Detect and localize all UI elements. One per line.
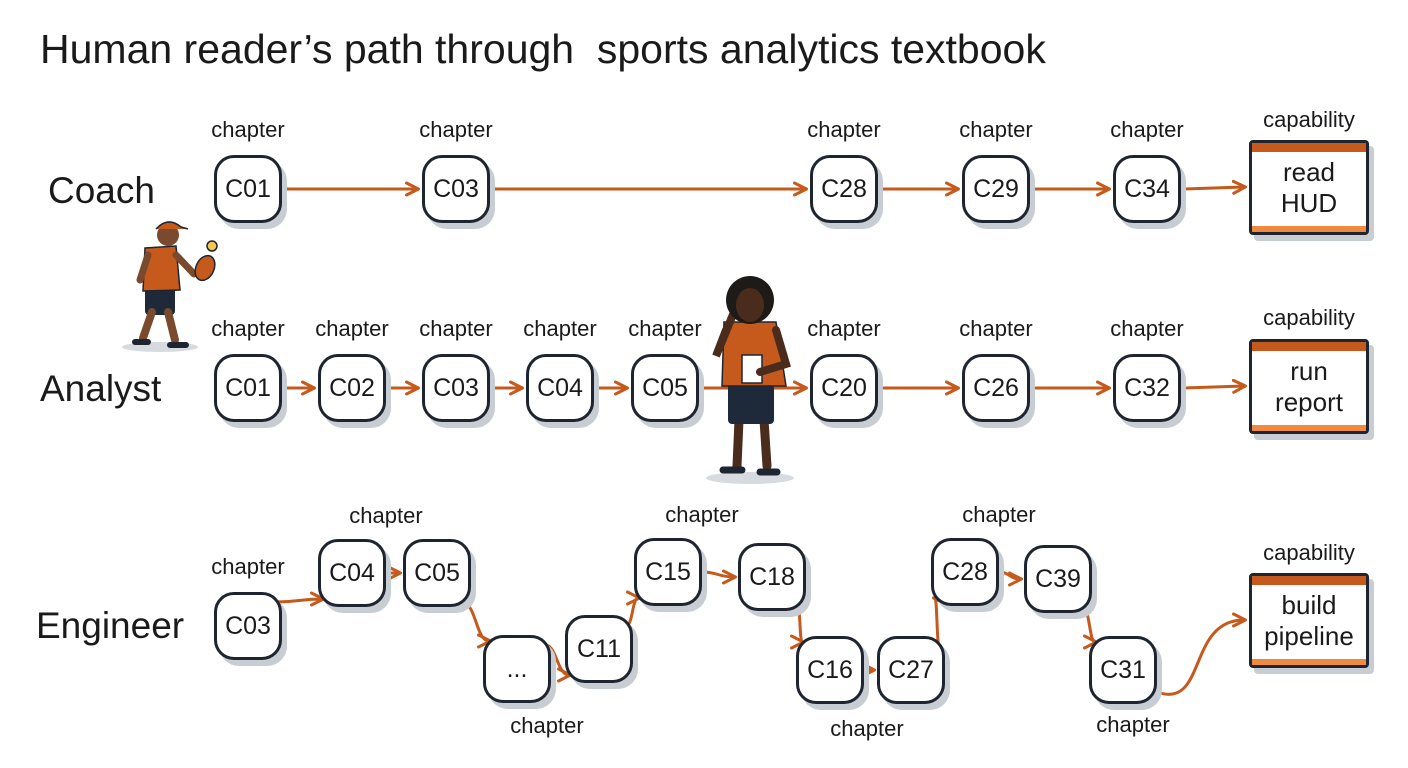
connector-arrow xyxy=(625,590,641,627)
chapter-label: chapter xyxy=(807,316,881,341)
capability-footer-band xyxy=(1252,659,1366,665)
connector-arrow xyxy=(1082,607,1098,650)
role-label-engineer: Engineer xyxy=(36,605,185,646)
chapter-node-analyst-6: C26 xyxy=(962,354,1030,422)
chapter-node-analyst-4: C05 xyxy=(631,354,699,422)
chapter-label: chapter xyxy=(959,316,1033,341)
connector-arrow-to-capability xyxy=(1155,612,1247,696)
role-label-coach: Coach xyxy=(48,170,155,211)
chapter-label: chapter xyxy=(1096,712,1170,737)
chapter-node-engineer-2: C05 xyxy=(403,539,471,607)
chapter-node-engineer-4: C11 xyxy=(565,615,633,683)
chapter-node-engineer-11: C31 xyxy=(1089,636,1157,704)
capability-footer-band xyxy=(1252,425,1366,431)
chapter-node-analyst-5: C20 xyxy=(810,354,878,422)
chapter-label: chapter xyxy=(510,713,584,738)
chapter-node-engineer-7: C16 xyxy=(796,636,864,704)
chapter-label: chapter xyxy=(419,117,493,142)
chapter-label: chapter xyxy=(349,503,423,528)
chapter-node-analyst-2: C03 xyxy=(422,354,490,422)
capability-label: capability xyxy=(1263,107,1355,132)
chapter-node-engineer-1: C04 xyxy=(318,539,386,607)
chapter-label: chapter xyxy=(959,117,1033,142)
chapter-node-coach-2: C28 xyxy=(810,155,878,223)
chapter-node-engineer-0: C03 xyxy=(214,592,282,660)
connector-arrow xyxy=(274,591,325,607)
capability-text: run report xyxy=(1275,355,1343,417)
capability-box-analyst: run report xyxy=(1249,339,1369,434)
chapter-node-coach-3: C29 xyxy=(962,155,1030,223)
chapter-label: chapter xyxy=(807,117,881,142)
chapter-node-engineer-5: C15 xyxy=(634,538,702,606)
chapter-label: chapter xyxy=(1110,117,1184,142)
connector-arrow xyxy=(700,569,737,585)
chapter-node-engineer-10: C39 xyxy=(1024,545,1092,613)
chapter-label: chapter xyxy=(419,316,493,341)
chapter-label: chapter xyxy=(1110,316,1184,341)
chapter-node-engineer-8: C27 xyxy=(877,636,945,704)
page-title: Human reader’s path through sports analy… xyxy=(40,26,1046,72)
chapter-node-analyst-0: C01 xyxy=(214,354,282,422)
connector-arrow-to-capability xyxy=(1182,378,1247,394)
pickleball-player-figure xyxy=(122,221,218,352)
chapter-node-coach-0: C01 xyxy=(214,155,282,223)
chapter-label: chapter xyxy=(211,316,285,341)
capability-header-band xyxy=(1252,576,1366,585)
connector-arrow-to-capability xyxy=(1182,179,1247,195)
chapter-label: chapter xyxy=(830,716,904,741)
capability-text: build pipeline xyxy=(1264,589,1354,651)
chapter-node-engineer-9: C28 xyxy=(931,538,999,606)
connector-arrow xyxy=(997,570,1023,587)
chapter-node-analyst-3: C04 xyxy=(526,354,594,422)
chapter-node-coach-4: C34 xyxy=(1113,155,1181,223)
chapter-node-analyst-1: C02 xyxy=(318,354,386,422)
chapter-label: chapter xyxy=(628,316,702,341)
capability-box-engineer: build pipeline xyxy=(1249,573,1369,668)
chapter-label: chapter xyxy=(665,502,739,527)
capability-footer-band xyxy=(1252,226,1366,232)
capability-box-coach: read HUD xyxy=(1249,140,1369,235)
chapter-label: chapter xyxy=(523,316,597,341)
chapter-label: chapter xyxy=(315,316,389,341)
capability-label: capability xyxy=(1263,305,1355,330)
capability-header-band xyxy=(1252,143,1366,152)
capability-text: read HUD xyxy=(1280,156,1338,218)
chapter-node-coach-1: C03 xyxy=(422,155,490,223)
connector-arrow xyxy=(461,601,492,649)
chapter-node-engineer-6: C18 xyxy=(738,543,806,611)
chapter-node-engineer-3: ... xyxy=(483,635,551,703)
chapter-label: chapter xyxy=(211,117,285,142)
chapter-node-analyst-7: C32 xyxy=(1113,354,1181,422)
role-label-analyst: Analyst xyxy=(40,368,162,409)
analyst-with-whistle-figure xyxy=(706,276,794,484)
capability-header-band xyxy=(1252,342,1366,351)
chapter-label: chapter xyxy=(211,554,285,579)
capability-label: capability xyxy=(1263,540,1355,565)
connector-arrow xyxy=(789,605,805,650)
chapter-label: chapter xyxy=(962,502,1036,527)
